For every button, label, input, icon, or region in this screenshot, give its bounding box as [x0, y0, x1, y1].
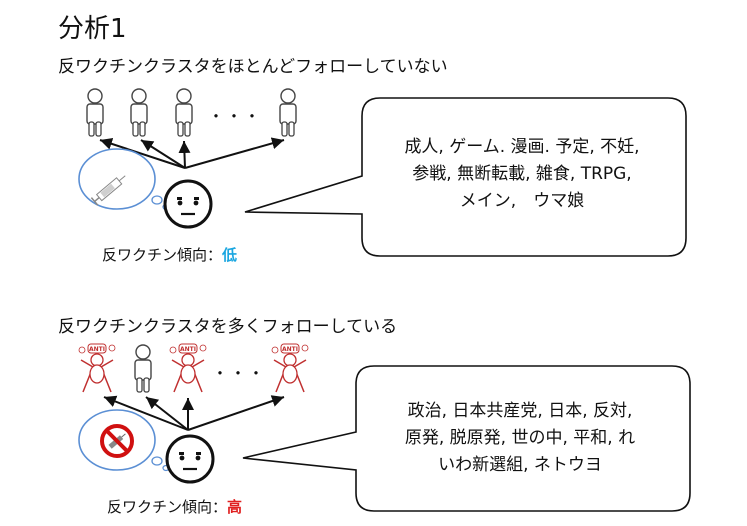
neutral-face-icon	[165, 434, 215, 484]
section2-heading: 反ワクチンクラスタを多くフォローしている	[58, 317, 398, 337]
tendency-label: 反ワクチン傾向：	[102, 246, 223, 264]
anti-vax-person-icon	[271, 343, 309, 393]
syringe-icon	[90, 175, 126, 206]
person-icon	[134, 344, 152, 393]
keyword-line: メイン, ウマ娘	[459, 191, 585, 211]
tendency-label: 反ワクチン傾向：	[107, 498, 228, 516]
section1-dots: ・・・	[208, 107, 263, 126]
no-syringe-icon	[100, 424, 134, 458]
section1-followed-users	[86, 88, 297, 137]
section2-dots: ・・・	[212, 364, 267, 383]
anti-vax-person-icon	[78, 343, 116, 393]
tendency-high-value: 高	[227, 498, 243, 516]
keyword-line: 成人, ゲーム. 漫画. 予定, 不妊,	[404, 137, 640, 157]
person-icon	[279, 88, 297, 137]
keyword-line: いわ新選組, ネトウヨ	[438, 455, 602, 475]
keyword-line: 参戦, 無断転載, 雑食, TRPG,	[412, 164, 632, 184]
section1-speech-bubble	[244, 97, 687, 257]
section1-follow-arrows	[99, 137, 285, 169]
keyword-line: 政治, 日本共産党, 日本, 反対,	[407, 401, 633, 421]
section1-keywords: 成人, ゲーム. 漫画. 予定, 不妊, 参戦, 無断転載, 雑食, TRPG,…	[372, 134, 672, 215]
tendency-low-value: 低	[222, 246, 238, 264]
section2-keywords: 政治, 日本共産党, 日本, 反対, 原発, 脱原発, 世の中, 平和, れ い…	[370, 398, 670, 479]
keyword-line: 原発, 脱原発, 世の中, 平和, れ	[404, 428, 636, 448]
section2-speech-bubble	[242, 365, 691, 512]
section1-heading: 反ワクチンクラスタをほとんどフォローしていない	[58, 57, 448, 77]
neutral-face-icon	[163, 179, 213, 229]
section2-follow-arrows	[103, 395, 285, 431]
section2-tendency: 反ワクチン傾向：高	[107, 496, 242, 517]
section2-followed-users	[78, 343, 309, 393]
person-icon	[86, 88, 104, 137]
anti-vax-person-icon	[169, 343, 207, 393]
slide-title: 分析1	[58, 14, 127, 44]
person-icon	[130, 88, 148, 137]
section1-tendency: 反ワクチン傾向：低	[102, 244, 237, 265]
person-icon	[175, 88, 193, 137]
